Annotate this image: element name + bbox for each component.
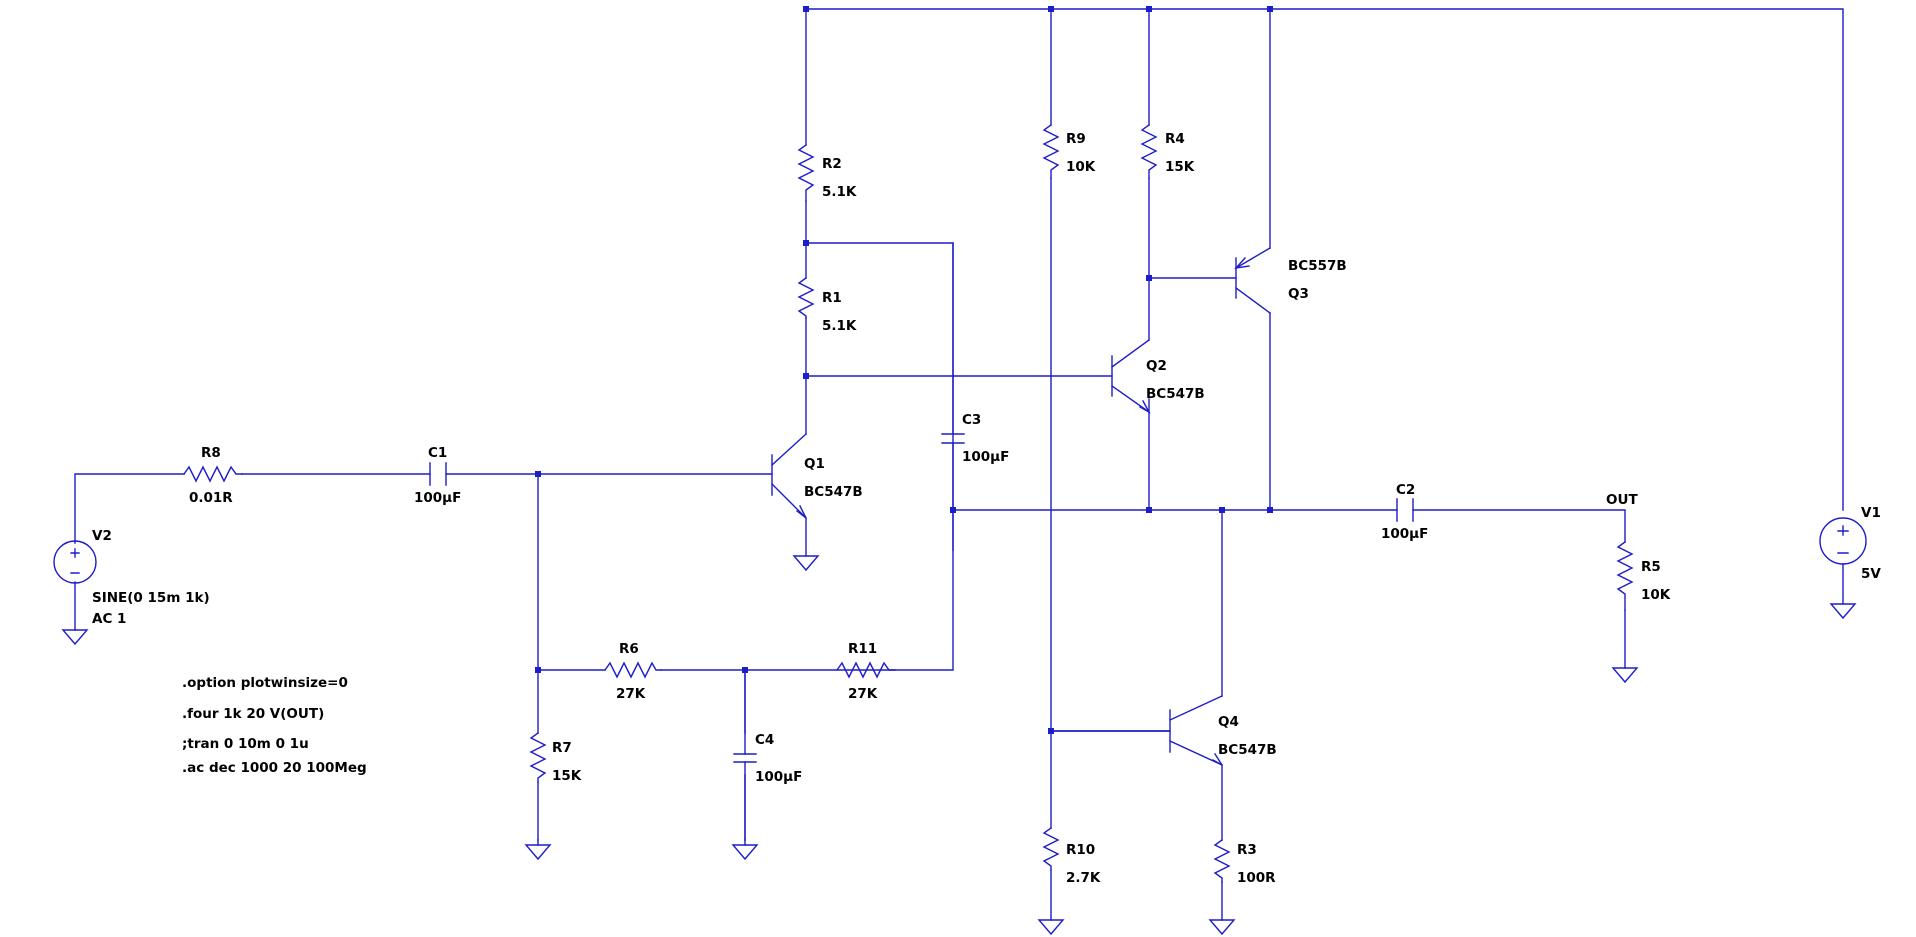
r7-name: R7 [552,740,572,756]
resistor-r4[interactable] [1140,124,1158,179]
transistor-q2[interactable] [1111,339,1151,414]
r8-value: 0.01R [189,490,233,506]
voltage-source-v1[interactable] [1819,517,1867,565]
resistor-r10[interactable] [1042,827,1060,871]
v2-value-line1: SINE(0 15m 1k) [92,590,210,606]
ground-icon [1037,919,1065,936]
c3-name: C3 [962,412,981,428]
r4-value: 15K [1165,159,1195,175]
r8-name: R8 [201,445,221,461]
v2-name: V2 [92,528,112,544]
capacitor-c2[interactable] [1396,498,1414,522]
r9-name: R9 [1066,131,1086,147]
transistor-q3[interactable] [1234,247,1271,314]
c1-name: C1 [428,445,447,461]
ground-icon [1829,603,1857,620]
ground-icon [1611,667,1639,684]
v1-value: 5V [1861,566,1881,582]
directive-option: .option plotwinsize=0 [182,675,348,691]
directive-tran: ;tran 0 10m 0 1u [182,736,309,752]
q2-name: Q2 [1146,358,1167,374]
ground-icon [792,555,820,572]
resistor-r11[interactable] [661,661,896,679]
c3-value: 100µF [962,449,1009,465]
r2-value: 5.1K [822,184,857,200]
r1-name: R1 [822,290,842,306]
c2-name: C2 [1396,482,1415,498]
spice-directives: .option plotwinsize=0 .four 1k 20 V(OUT)… [182,675,367,776]
q2-model: BC547B [1146,386,1205,402]
r5-value: 10K [1641,587,1671,603]
resistor-r8[interactable] [183,465,243,483]
r6-name: R6 [619,641,639,657]
r9-value: 10K [1066,159,1096,175]
ground-icon [731,844,759,861]
r11-value: 27K [848,686,878,702]
ground-symbols [61,555,1857,936]
v2-value-line2: AC 1 [92,611,126,627]
r7-value: 15K [552,768,582,784]
r11-name: R11 [848,641,877,657]
voltage-source-v2[interactable] [53,540,97,584]
r3-value: 100R [1237,870,1276,886]
resistor-r9[interactable] [1042,124,1060,179]
capacitor-c4[interactable] [733,669,757,841]
q4-name: Q4 [1218,714,1239,730]
wires [74,8,1844,921]
r10-name: R10 [1066,842,1095,858]
r4-name: R4 [1165,131,1185,147]
c4-value: 100µF [755,769,802,785]
c2-value: 100µF [1381,526,1428,542]
ground-icon [1208,919,1236,936]
capacitor-c3[interactable] [941,242,965,511]
q1-model: BC547B [804,484,863,500]
q4-model: BC547B [1218,742,1277,758]
r6-value: 27K [616,686,646,702]
ground-icon [61,629,89,646]
r10-value: 2.7K [1066,870,1101,886]
resistor-r5[interactable] [1616,541,1634,611]
resistor-r7[interactable] [529,732,547,783]
r3-name: R3 [1237,842,1257,858]
v1-name: V1 [1861,505,1881,521]
q1-name: Q1 [804,456,825,472]
ground-icon [524,844,552,861]
q3-model: BC557B [1288,258,1347,274]
directive-ac: .ac dec 1000 20 100Meg [182,760,367,776]
resistor-r3[interactable] [1213,839,1231,883]
resistor-r1[interactable] [797,277,815,319]
transistor-q1[interactable] [771,433,807,519]
r1-value: 5.1K [822,318,857,334]
r2-name: R2 [822,156,842,172]
resistor-r2[interactable] [797,144,815,202]
capacitor-c1[interactable] [429,462,447,486]
r5-name: R5 [1641,559,1661,575]
net-label-out: OUT [1606,492,1638,508]
c4-name: C4 [755,732,774,748]
resistor-r6[interactable] [604,661,662,679]
q3-name: Q3 [1288,286,1309,302]
directive-four: .four 1k 20 V(OUT) [182,706,324,722]
component-labels: R2 5.1K R1 5.1K R9 10K R4 15K R10 2.7K R… [92,131,1881,886]
transistor-q4[interactable] [1050,695,1223,766]
c1-value: 100µF [414,490,461,506]
